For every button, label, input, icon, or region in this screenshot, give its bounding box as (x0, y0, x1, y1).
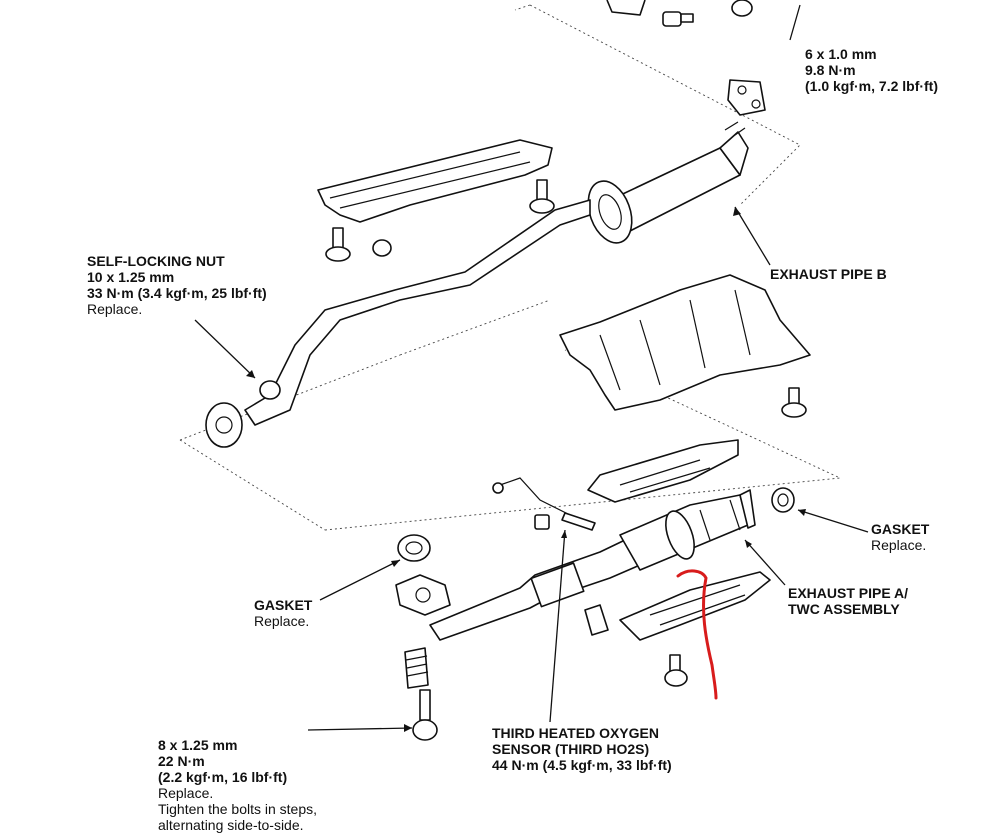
gasket-right (771, 487, 795, 513)
gasket-left-title: GASKET (254, 597, 313, 613)
oxygen-sensor (492, 477, 596, 531)
exhaust-pipe-a (395, 489, 756, 641)
nut-torque: 33 N·m (3.4 kgf·m, 25 lbf·ft) (87, 285, 267, 301)
gasket-left (397, 534, 431, 562)
label-gasket-left: GASKET Replace. (254, 597, 312, 629)
red-annotation-mark (676, 569, 718, 700)
rubber-hanger (727, 79, 766, 116)
gasket-left-note: Replace. (254, 613, 310, 629)
label-top-bolt-spec: 6 x 1.0 mm 9.8 N·m (1.0 kgf·m, 7.2 lbf·f… (805, 46, 938, 94)
exhaust-pipe-a-line1: EXHAUST PIPE A/ (788, 585, 909, 601)
label-gasket-right: GASKET Replace. (871, 521, 929, 553)
upper-bolts (325, 179, 555, 262)
gasket-right-title: GASKET (871, 521, 930, 537)
label-self-locking-nut: SELF-LOCKING NUT 10 x 1.25 mm 33 N·m (3.… (87, 253, 267, 317)
top-bolt-torque: 9.8 N·m (805, 62, 856, 78)
nut-title: SELF-LOCKING NUT (87, 253, 225, 269)
top-bolt-size: 6 x 1.0 mm (805, 46, 877, 62)
nut-size: 10 x 1.25 mm (87, 269, 175, 285)
gasket-right-note: Replace. (871, 537, 927, 553)
top-bolt-torque-alt: (1.0 kgf·m, 7.2 lbf·ft) (805, 78, 939, 94)
lower-heat-shield (559, 274, 811, 411)
twc-upper-cover (587, 439, 739, 503)
label-third-ho2s: THIRD HEATED OXYGEN SENSOR (THIRD HO2S) … (492, 725, 672, 773)
leader-lines (194, 206, 869, 732)
shield-bolt (781, 387, 807, 418)
ho2s-torque: 44 N·m (4.5 kgf·m, 33 lbf·ft) (492, 757, 672, 773)
bottom-bolt-note-1: Replace. (158, 785, 214, 801)
spring-bolt (404, 647, 438, 741)
lower-dashed-outline (324, 299, 842, 531)
label-bottom-bolt-spec: 8 x 1.25 mm 22 N·m (2.2 kgf·m, 16 lbf·ft… (158, 737, 317, 833)
label-exhaust-pipe-a: EXHAUST PIPE A/ TWC ASSEMBLY (788, 585, 908, 617)
bottom-bolt-size: 8 x 1.25 mm (158, 737, 238, 753)
bottom-bolt-note-2: Tighten the bolts in steps, (158, 801, 318, 817)
exhaust-pipe-b (205, 121, 749, 448)
ho2s-line2: SENSOR (THIRD HO2S) (492, 741, 650, 757)
label-exhaust-pipe-b: EXHAUST PIPE B (770, 266, 887, 282)
bottom-bolt-note-3: alternating side-to-side. (158, 817, 304, 833)
nut-note: Replace. (87, 301, 143, 317)
upper-heat-shield (317, 139, 553, 223)
ho2s-line1: THIRD HEATED OXYGEN (492, 725, 659, 741)
exhaust-pipe-b-text: EXHAUST PIPE B (770, 266, 887, 282)
bottom-bolt-torque: 22 N·m (158, 753, 205, 769)
twc-lower-cover (584, 571, 771, 641)
top-fasteners (606, 0, 801, 41)
bottom-bolt-torque-alt: (2.2 kgf·m, 16 lbf·ft) (158, 769, 288, 785)
lower-cover-bolt (664, 654, 688, 687)
exhaust-pipe-a-line2: TWC ASSEMBLY (788, 601, 900, 617)
